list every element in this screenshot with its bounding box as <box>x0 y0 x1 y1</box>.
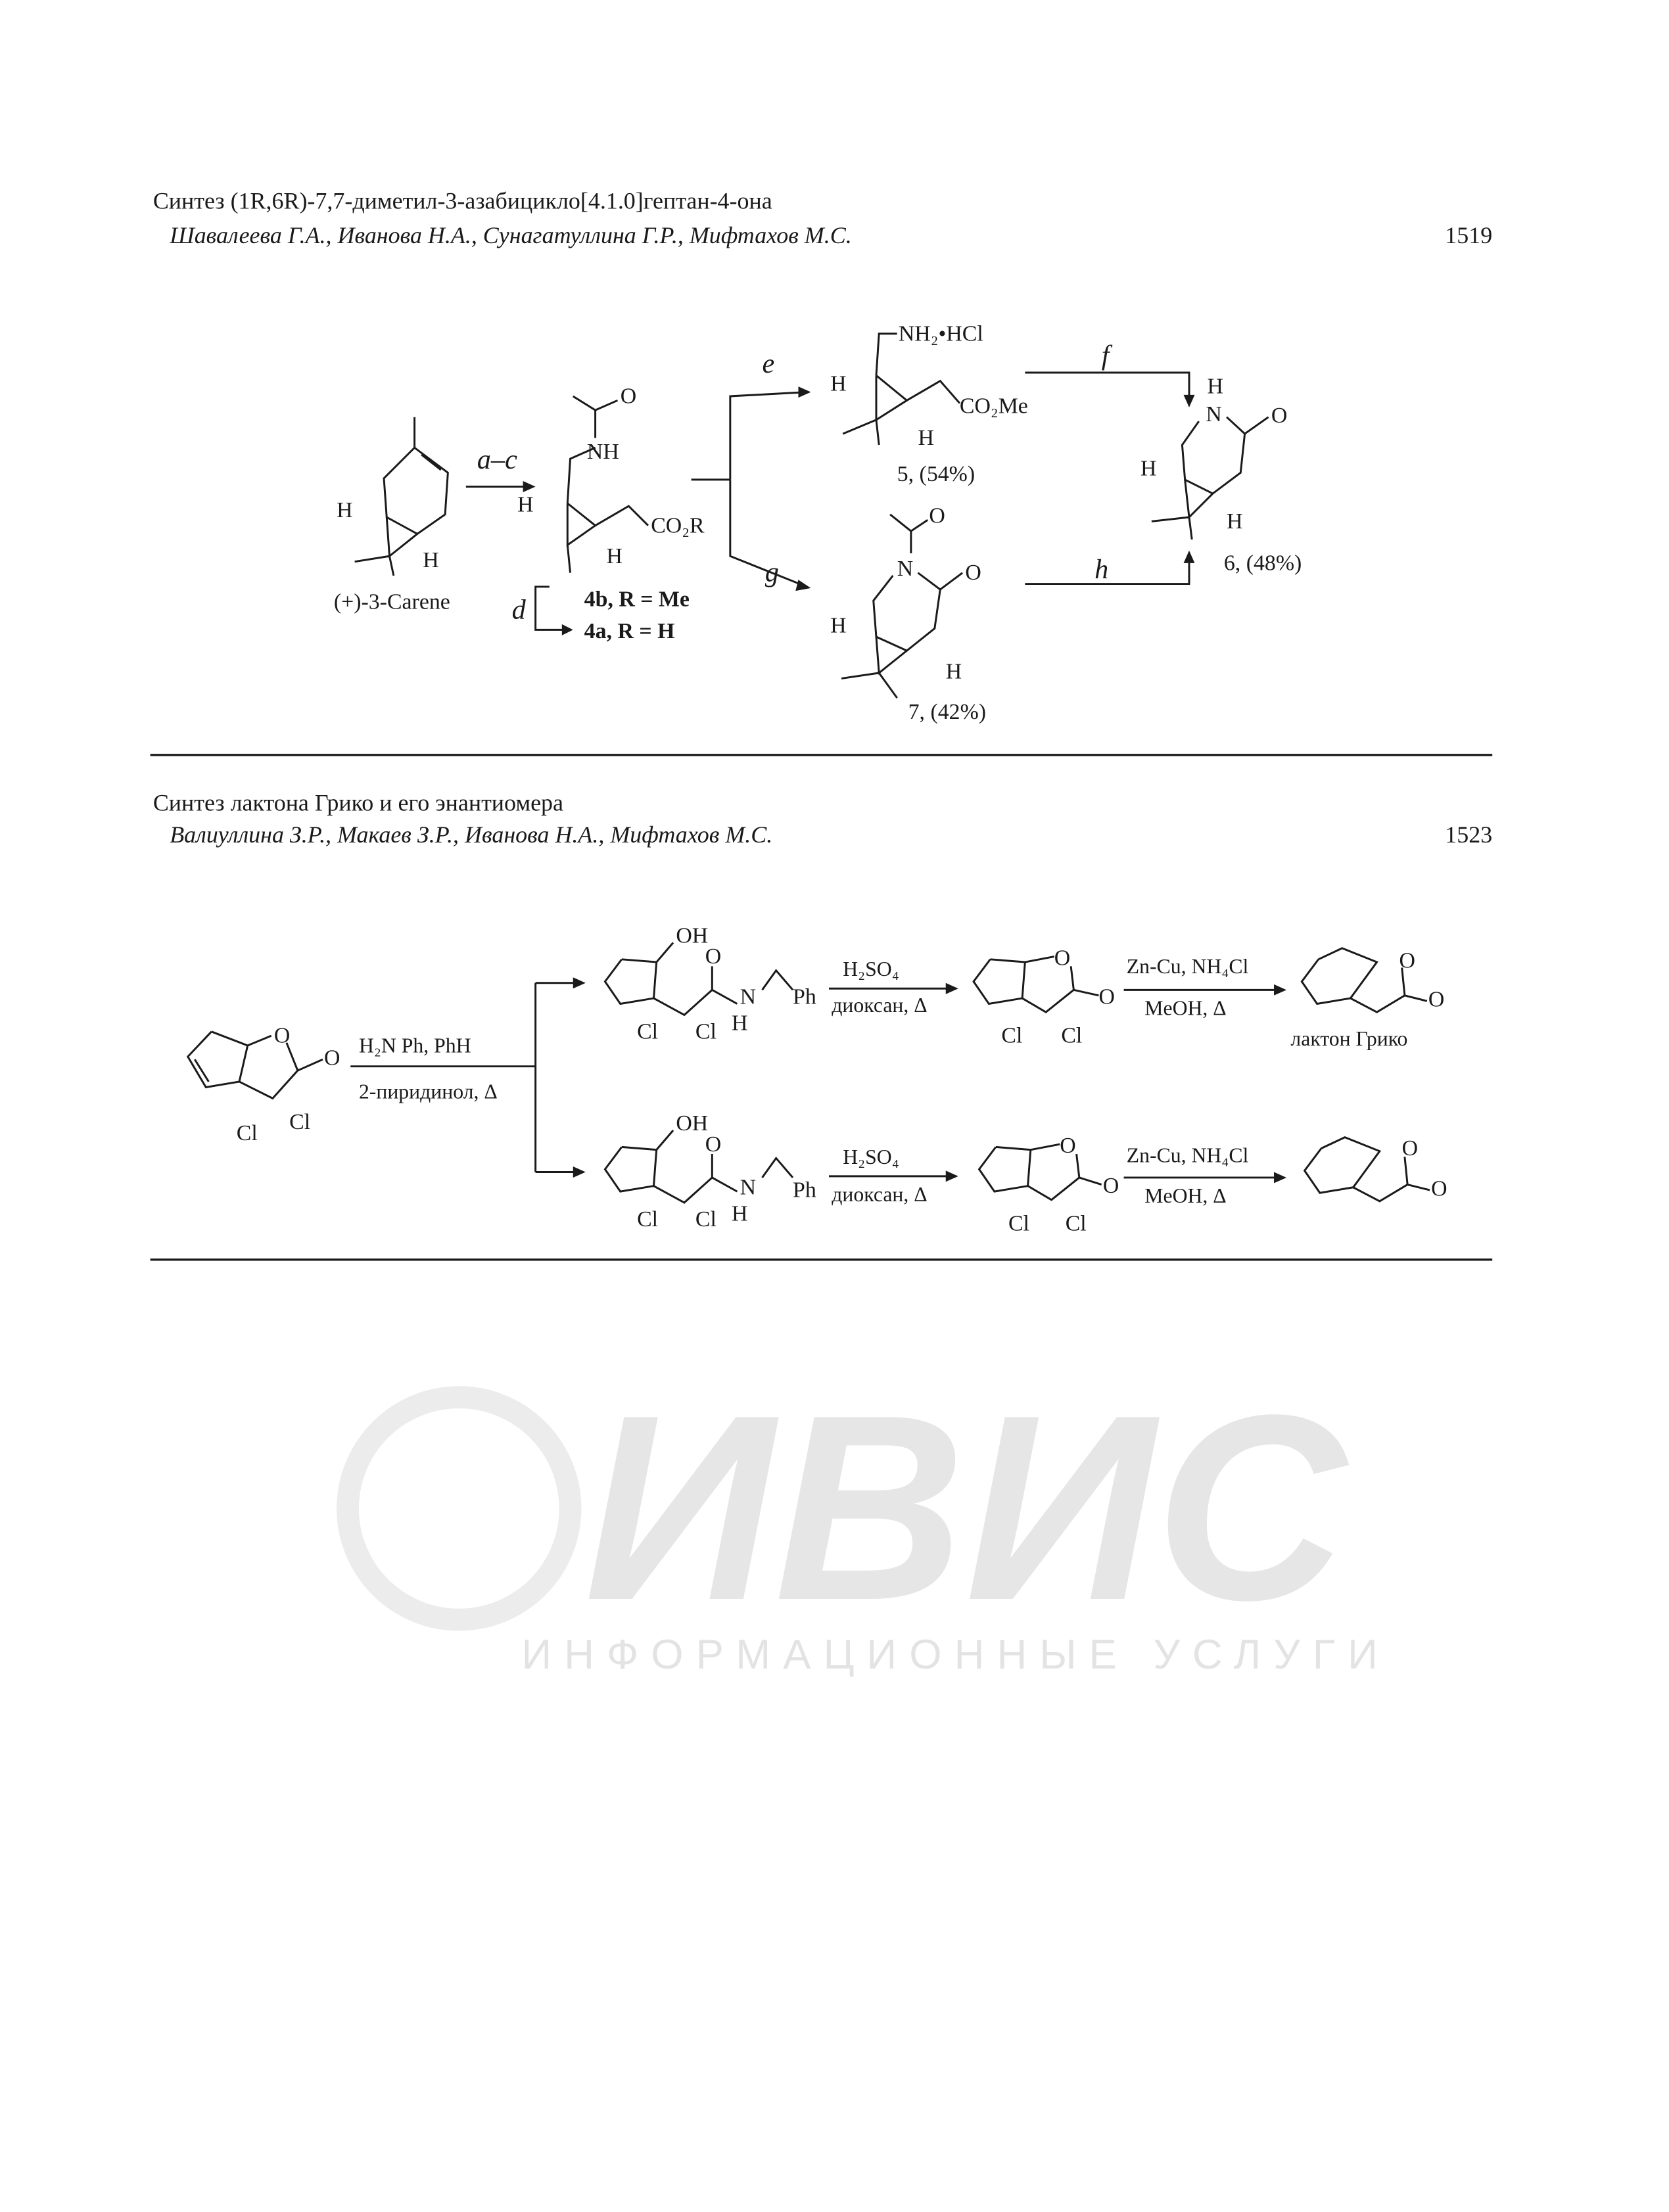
reagent2-top-row1: H₂SO₄ <box>843 957 899 980</box>
compound-6-label: 6, (48%) <box>1224 551 1302 575</box>
svg-text:N: N <box>740 984 756 1009</box>
reagent2-top-row2: H₂SO₄ <box>843 1145 899 1168</box>
svg-text:H: H <box>1227 509 1242 534</box>
compound-6: H N O H H 6, (48%) <box>1140 375 1302 576</box>
arrow-d-label: d <box>512 594 527 625</box>
svg-text:NH₂•HCl: NH₂•HCl <box>899 321 983 346</box>
svg-text:H: H <box>337 498 352 522</box>
arrow-g-label: g <box>765 557 779 588</box>
svg-text:N: N <box>740 1175 756 1199</box>
svg-text:O: O <box>1271 403 1287 428</box>
section1-authors: Шавалеева Г.А., Иванова Н.А., Сунагатулл… <box>169 222 852 248</box>
svg-text:Cl: Cl <box>637 1019 658 1044</box>
reagent2-bottom-row2: диоксан, Δ <box>832 1183 927 1206</box>
svg-text:H: H <box>918 426 933 450</box>
svg-text:Ph: Ph <box>793 1178 816 1203</box>
watermark: ИВИС ИНФОРМАЦИОННЫЕ УСЛУГИ <box>337 1360 1390 1678</box>
watermark-globe-icon <box>337 1386 582 1631</box>
svg-text:Cl: Cl <box>1066 1211 1087 1235</box>
griko-lactone-enantiomer: O O <box>1303 1136 1447 1203</box>
svg-text:O: O <box>1098 984 1114 1009</box>
arrow-f-label: f <box>1102 340 1113 371</box>
svg-text:N: N <box>1206 402 1221 426</box>
carene-label: (+)-3-Carene <box>334 590 450 614</box>
svg-text:O: O <box>929 503 945 528</box>
section2-authors: Валиуллина З.Р., Макаев З.Р., Иванова Н.… <box>170 821 772 848</box>
svg-text:O: O <box>324 1046 340 1071</box>
compound-5-label: 5, (54%) <box>897 462 975 486</box>
compound-4b-label: 4b, R = Me <box>584 587 690 611</box>
svg-text:CO₂Me: CO₂Me <box>960 394 1028 418</box>
svg-text:H: H <box>607 544 623 568</box>
compound-4b: O NH H CO₂R H <box>517 384 705 573</box>
svg-text:N: N <box>897 557 913 581</box>
svg-text:H: H <box>830 614 846 638</box>
svg-text:Cl: Cl <box>695 1019 717 1044</box>
svg-text:Cl: Cl <box>1008 1211 1029 1235</box>
svg-text:H: H <box>732 1011 747 1036</box>
svg-text:Ph: Ph <box>793 984 816 1009</box>
svg-text:H: H <box>830 371 846 396</box>
svg-text:O: O <box>705 1132 721 1157</box>
svg-text:CO₂R: CO₂R <box>651 513 705 538</box>
arrow-a-c-label: a–c <box>477 444 517 475</box>
reagent3-top-row2: Zn-Cu, NH₄Cl <box>1127 1144 1249 1167</box>
svg-text:H: H <box>946 659 962 683</box>
watermark-logo: ИВИС <box>584 1360 1350 1655</box>
arrow-e-label: e <box>762 348 774 379</box>
section1-title: Синтез (1R,6R)-7,7-диметил-3-азабицикло[… <box>153 187 772 214</box>
svg-text:Cl: Cl <box>695 1207 717 1232</box>
svg-text:O: O <box>1060 1134 1075 1158</box>
compound-7-label: 7, (42%) <box>908 700 986 724</box>
svg-text:O: O <box>1431 1176 1447 1201</box>
svg-text:O: O <box>1428 988 1444 1012</box>
svg-text:OH: OH <box>676 923 708 948</box>
scheme-2: O O Cl Cl H₂N Ph, PhH 2-пиридинол, Δ OH … <box>186 923 1447 1235</box>
svg-text:Cl: Cl <box>237 1121 258 1145</box>
svg-text:O: O <box>1103 1174 1119 1198</box>
svg-text:O: O <box>965 561 981 585</box>
compound-5: NH₂•HCl H CO₂Me H 5, (54%) <box>830 321 1028 486</box>
svg-text:Cl: Cl <box>1001 1024 1022 1048</box>
svg-text:H: H <box>1207 375 1223 399</box>
reagent3-bottom-row2: MeOH, Δ <box>1144 1184 1226 1207</box>
svg-text:H: H <box>517 493 533 517</box>
svg-text:O: O <box>274 1024 290 1048</box>
svg-text:O: O <box>1054 946 1070 970</box>
svg-text:Cl: Cl <box>1061 1024 1082 1048</box>
svg-text:Cl: Cl <box>637 1207 658 1232</box>
reagent1-bottom: 2-пиридинол, Δ <box>359 1080 498 1103</box>
amide-row-2: OH O N H Ph Cl Cl <box>603 1111 816 1232</box>
reagent2-bottom-row1: диоксан, Δ <box>832 994 927 1017</box>
reagent3-top-row1: Zn-Cu, NH₄Cl <box>1127 955 1249 978</box>
arrow-h-label: h <box>1094 554 1108 585</box>
reagent3-bottom-row1: MeOH, Δ <box>1144 996 1226 1019</box>
svg-text:OH: OH <box>676 1111 708 1136</box>
section1-page: 1519 <box>1445 222 1492 248</box>
compound-start-lactone: O O Cl Cl <box>186 1024 341 1145</box>
svg-text:O: O <box>1402 1136 1418 1161</box>
svg-text:H: H <box>423 548 438 572</box>
section2-title: Синтез лактона Грико и его энантиомера <box>153 789 563 816</box>
section2-page: 1523 <box>1445 821 1492 848</box>
svg-text:H: H <box>1140 457 1156 481</box>
svg-text:NH: NH <box>587 440 619 464</box>
svg-text:H: H <box>732 1202 747 1226</box>
compound-7: O N O H H 7, (42%) <box>830 503 986 724</box>
svg-text:O: O <box>1399 948 1415 973</box>
scheme-1: H H (+)-3-Carene a–c O NH H CO₂R H d 4b,… <box>334 321 1302 724</box>
svg-text:O: O <box>621 384 636 409</box>
svg-text:Cl: Cl <box>289 1110 310 1134</box>
amide-row-1: OH O N H Ph Cl Cl <box>603 923 816 1044</box>
dichlorolactone-row-1: O O Cl Cl <box>972 946 1115 1048</box>
compound-carene: H H (+)-3-Carene <box>334 417 450 614</box>
griko-lactone-label: лактон Грико <box>1290 1027 1407 1050</box>
griko-lactone: O O лактон Грико <box>1290 947 1444 1050</box>
reagent1-top: H₂N Ph, PhH <box>359 1034 471 1057</box>
dichlorolactone-row-2: O O Cl Cl <box>977 1134 1119 1235</box>
compound-4a-label: 4a, R = H <box>584 619 675 643</box>
watermark-tagline: ИНФОРМАЦИОННЫЕ УСЛУГИ <box>521 1632 1390 1678</box>
svg-text:O: O <box>705 944 721 969</box>
